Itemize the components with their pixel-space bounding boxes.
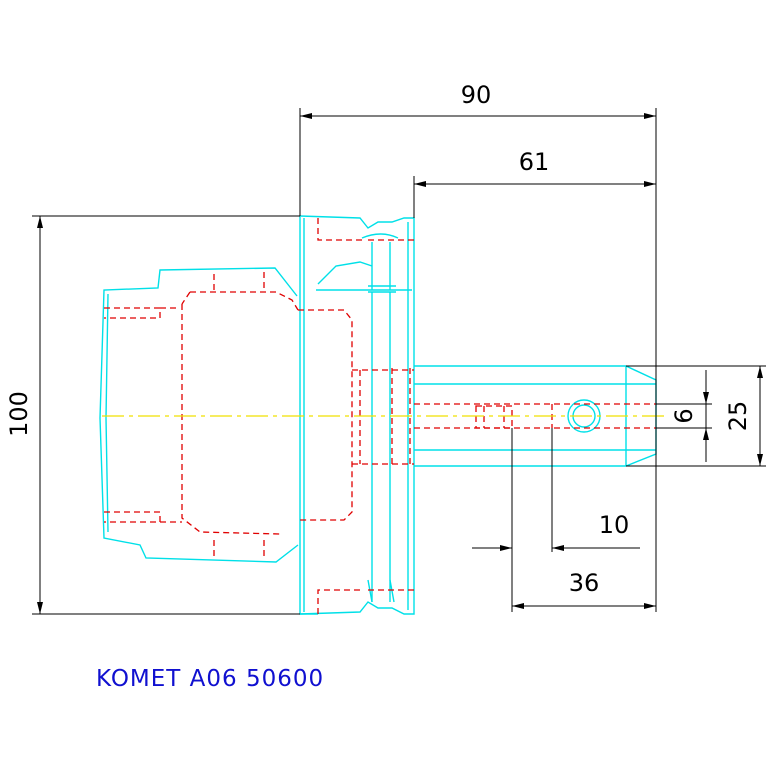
dimension-height: 100	[5, 391, 33, 437]
dimension-hole-offset: 10	[599, 511, 630, 539]
dimension-shank-length: 61	[519, 148, 550, 176]
dimension-lines	[32, 108, 766, 615]
dimension-slot-length: 36	[569, 569, 600, 597]
holder-outline	[99, 215, 657, 615]
dimension-overall-length: 90	[461, 81, 492, 109]
dimension-pin-diameter: 6	[670, 408, 698, 423]
hidden-lines	[104, 218, 656, 614]
dimension-shank-diameter: 25	[724, 401, 752, 432]
part-caption: KOMET A06 50600	[96, 666, 324, 692]
